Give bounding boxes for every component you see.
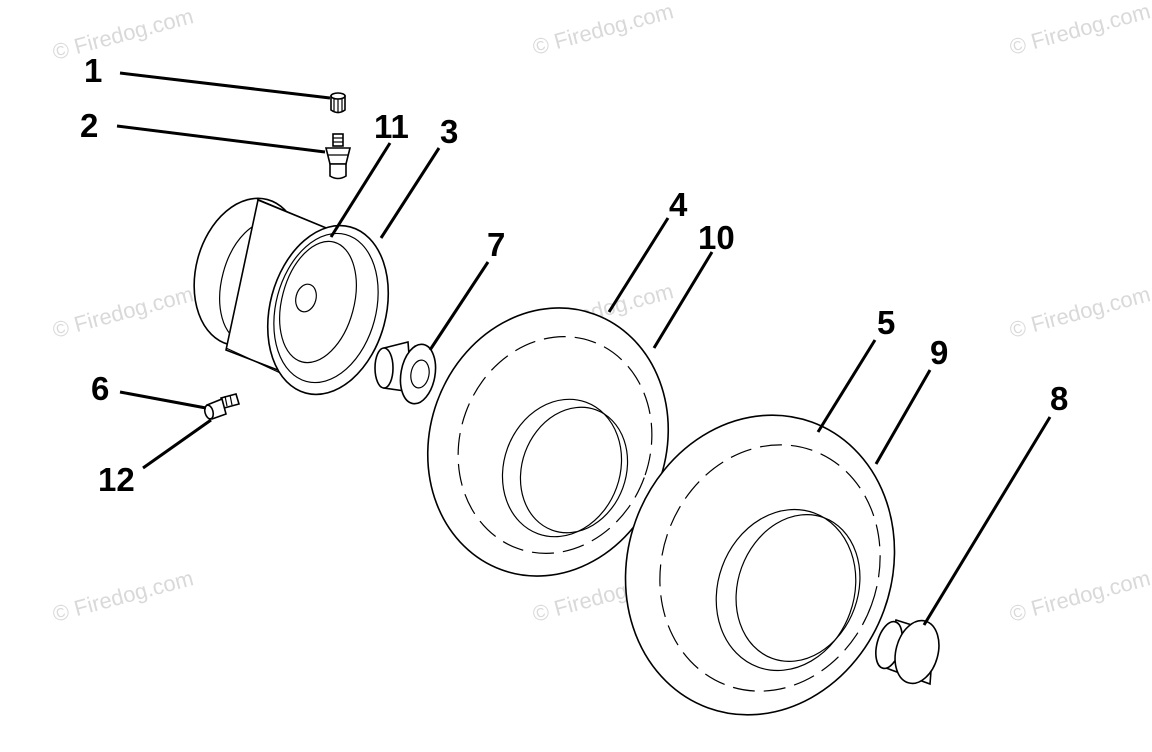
callout-12: 12 bbox=[98, 461, 135, 498]
leader-line-10 bbox=[652, 251, 714, 349]
valve-cap-part bbox=[330, 92, 346, 114]
leader-line-1 bbox=[119, 71, 331, 100]
leader-line-9 bbox=[874, 369, 932, 465]
hub-cap-part bbox=[875, 618, 940, 686]
front-tire-part bbox=[426, 307, 670, 577]
leader-line-2 bbox=[116, 124, 326, 154]
leader-line-6 bbox=[119, 390, 207, 410]
leader-line-5 bbox=[816, 339, 877, 433]
callout-2: 2 bbox=[80, 107, 98, 144]
callout-3: 3 bbox=[440, 113, 458, 150]
callout-7: 7 bbox=[487, 226, 505, 263]
callout-1: 1 bbox=[84, 52, 102, 89]
leader-line-11 bbox=[329, 142, 392, 238]
grease-fitting-part bbox=[203, 393, 241, 421]
callout-8: 8 bbox=[1050, 380, 1068, 417]
watermark: © Firedog.com bbox=[1007, 0, 1152, 60]
callout-11: 11 bbox=[374, 108, 409, 145]
watermark: © Firedog.com bbox=[1007, 565, 1152, 627]
leader-lines bbox=[116, 71, 1052, 626]
watermark: © Firedog.com bbox=[1007, 281, 1152, 343]
watermark: © Firedog.com bbox=[50, 281, 196, 343]
leader-line-8 bbox=[922, 416, 1052, 626]
watermark: © Firedog.com bbox=[50, 565, 196, 627]
callout-4: 4 bbox=[669, 186, 688, 223]
bushing-part bbox=[374, 340, 437, 405]
leader-line-12 bbox=[142, 418, 212, 470]
watermark: © Firedog.com bbox=[530, 0, 676, 60]
valve-stem-part bbox=[324, 133, 352, 180]
callout-5: 5 bbox=[877, 304, 895, 341]
callout-labels: 1 2 11 3 7 4 10 5 9 8 6 12 bbox=[80, 52, 1068, 498]
leader-line-3 bbox=[379, 147, 441, 239]
callout-6: 6 bbox=[91, 370, 109, 407]
leader-line-4 bbox=[607, 217, 670, 313]
wheel-rim-part bbox=[193, 197, 390, 396]
callout-10: 10 bbox=[698, 219, 735, 256]
rear-tire-part bbox=[624, 414, 896, 716]
callout-9: 9 bbox=[930, 334, 948, 371]
leader-line-7 bbox=[428, 261, 490, 351]
watermark: © Firedog.com bbox=[50, 3, 196, 65]
